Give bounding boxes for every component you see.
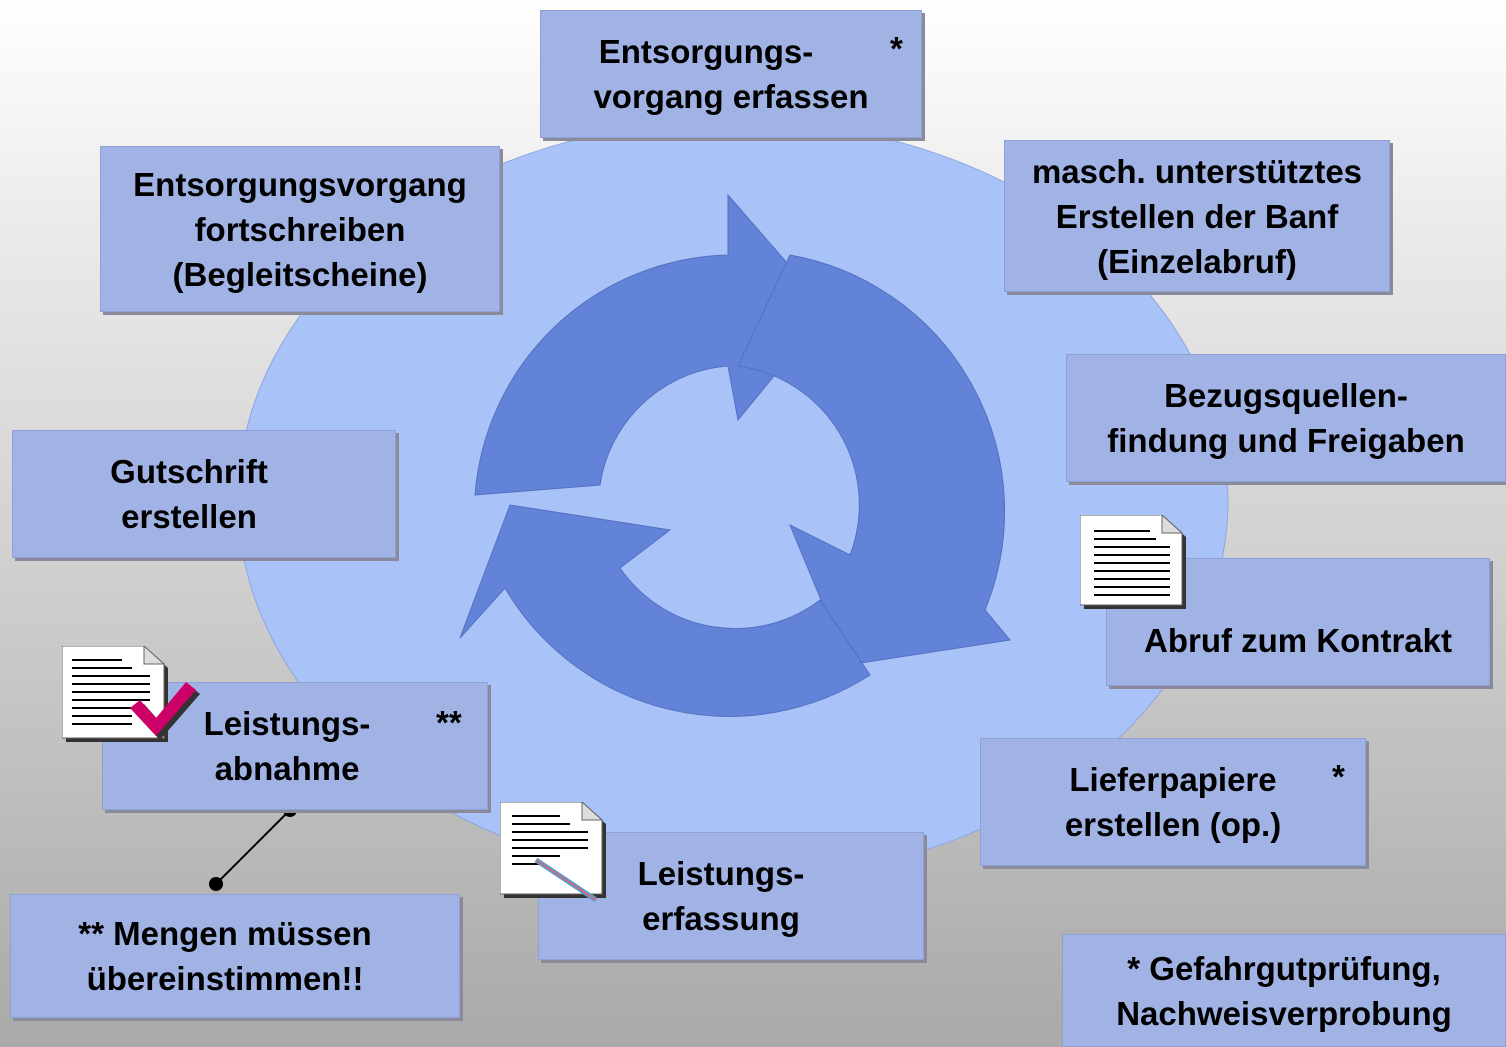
node-line: erstellen (op.)	[1064, 806, 1282, 843]
node-bezugsquellenfindung: Bezugsquellen- findung und Freigaben	[1066, 354, 1506, 482]
connector-line	[215, 809, 291, 885]
node-line: Bezugsquellen-	[1164, 377, 1408, 414]
note-gefahrgut: * Gefahrgutprüfung, Nachweisverprobung	[1062, 934, 1506, 1047]
footnote-star: *	[1332, 758, 1345, 795]
node-line: vorgang erfassen	[593, 78, 869, 115]
node-abruf-zum-kontrakt: Abruf zum Kontrakt	[1106, 558, 1490, 686]
note-line: * Gefahrgutprüfung,	[1127, 949, 1441, 987]
node-line: masch. unterstütztes	[1031, 152, 1363, 190]
note-line: Nachweisverprobung	[1116, 994, 1452, 1032]
node-entsorgungsvorgang-fortschreiben: Entsorgungsvorgang fortschreiben (Beglei…	[100, 146, 500, 312]
node-line: Leistungs-	[203, 705, 371, 742]
node-line: Leistungs-	[637, 855, 805, 892]
node-line: Entsorgungs-	[598, 33, 814, 70]
footnote-star: *	[890, 30, 903, 67]
connector-dot-bottom	[209, 877, 223, 891]
node-line: Abruf zum Kontrakt	[1144, 621, 1452, 659]
cycle-arrow-left	[459, 504, 871, 717]
node-line: abnahme	[214, 750, 360, 787]
node-line: (Einzelabruf)	[1097, 242, 1297, 280]
note-mengen: ** Mengen müssen übereinstimmen!!	[10, 894, 460, 1018]
node-line: erstellen	[121, 498, 257, 535]
node-line: (Begleitscheine)	[172, 255, 428, 293]
node-line: Gutschrift	[110, 453, 268, 490]
node-line: fortschreiben	[194, 210, 406, 248]
document-check-icon	[62, 646, 200, 742]
node-banf-erstellen: masch. unterstütztes Erstellen der Banf …	[1004, 140, 1390, 292]
node-gutschrift-erstellen: Gutschrift erstellen	[12, 430, 396, 558]
node-line: Lieferpapiere	[1069, 761, 1277, 798]
node-line: Entsorgungsvorgang	[133, 165, 467, 203]
footnote-star: **	[436, 704, 462, 741]
cycle-arrow-top	[474, 193, 829, 496]
node-lieferpapiere-erstellen: Lieferpapiere erstellen (op.)	[980, 738, 1366, 866]
document-pen-icon	[500, 802, 606, 902]
node-line: erfassung	[642, 900, 800, 937]
cycle-arrow-right	[737, 254, 1011, 666]
note-line: übereinstimmen!!	[86, 960, 364, 997]
node-entsorgungsvorgang-erfassen: Entsorgungs- vorgang erfassen	[540, 10, 922, 138]
node-line: Erstellen der Banf	[1055, 197, 1339, 235]
document-icon	[1080, 515, 1186, 609]
note-line: ** Mengen müssen	[78, 915, 372, 952]
node-line: findung und Freigaben	[1107, 422, 1465, 459]
